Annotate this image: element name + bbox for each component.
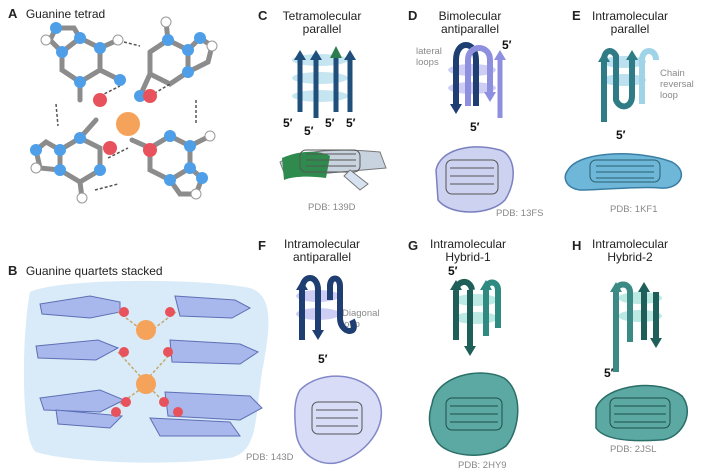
pdb-label: PDB: 13FS xyxy=(496,208,544,219)
five-prime-end: 5′ xyxy=(616,128,626,142)
panel-title: Intramolecular parallel xyxy=(582,10,678,36)
panel-letter: A xyxy=(8,6,18,21)
panel-title: Tetramolecular parallel xyxy=(272,10,372,36)
five-prime-end: 5′ xyxy=(502,38,512,52)
title-line-2: parallel xyxy=(610,22,650,36)
chain-reversal-note: Chain reversal loop xyxy=(660,68,694,101)
panel-title: Intramolecular Hybrid-1 xyxy=(418,238,518,264)
five-prime-end: 5′ xyxy=(470,120,480,134)
panel-b: B Guanine quartets stacked xyxy=(8,262,163,280)
panel-title: Intramolecular Hybrid-2 xyxy=(582,238,678,264)
five-prime-end: 5′ xyxy=(283,116,293,130)
title-line-1: Tetramolecular xyxy=(282,9,362,23)
note-line: Diagonal xyxy=(342,308,380,319)
title-line-2: Hybrid-2 xyxy=(607,250,653,264)
pdb-label: PDB: 2JSL xyxy=(610,444,657,455)
cation-ion xyxy=(116,112,140,136)
note-line: lateral xyxy=(416,46,442,57)
panel-title: Guanine quartets stacked xyxy=(25,264,163,278)
title-line-1: Intramolecular xyxy=(429,237,507,251)
pdb-label: PDB: 2HY9 xyxy=(458,460,507,471)
title-line-2: antiparallel xyxy=(292,250,352,264)
five-prime-end: 5′ xyxy=(318,352,328,366)
five-prime-end: 5′ xyxy=(604,366,614,380)
five-prime-end: 5′ xyxy=(325,116,335,130)
title-line-1: Intramolecular xyxy=(283,237,361,251)
panel-title: Guanine tetrad xyxy=(25,7,106,21)
panel-title: Intramolecular antiparallel xyxy=(272,238,372,264)
pdb-label: PDB: 143D xyxy=(246,452,294,463)
oxygen-atoms xyxy=(93,89,157,157)
pdb-label: PDB: 139D xyxy=(308,202,356,213)
panel-letter: C xyxy=(258,8,268,23)
panel-letter: F xyxy=(258,238,266,253)
note-line: loop xyxy=(660,90,678,101)
five-prime-end: 5′ xyxy=(448,264,458,278)
panel-letter: E xyxy=(572,8,581,23)
note-line: loops xyxy=(416,57,439,68)
note-line: reversal xyxy=(660,79,694,90)
lateral-loops-note: lateral loops xyxy=(416,46,442,68)
title-line-2: parallel xyxy=(302,22,342,36)
panel-a: A Guanine tetrad xyxy=(8,5,105,23)
title-line-2: Hybrid-1 xyxy=(445,250,491,264)
panel-title: Bimolecular antiparallel xyxy=(420,10,520,36)
title-line-1: Intramolecular xyxy=(591,9,669,23)
panel-letter: G xyxy=(408,238,419,253)
panel-letter: D xyxy=(408,8,418,23)
title-line-1: Bimolecular xyxy=(438,9,502,23)
five-prime-end: 5′ xyxy=(304,124,314,138)
nitrogen-atoms xyxy=(30,22,208,186)
pdb-label: PDB: 1KF1 xyxy=(610,204,658,215)
five-prime-end: 5′ xyxy=(346,116,356,130)
panel-letter: H xyxy=(572,238,582,253)
hydrogen-atoms xyxy=(30,16,218,204)
panel-letter: B xyxy=(8,263,18,278)
note-line: Chain xyxy=(660,68,685,79)
title-line-1: Intramolecular xyxy=(591,237,669,251)
title-line-2: antiparallel xyxy=(440,22,500,36)
